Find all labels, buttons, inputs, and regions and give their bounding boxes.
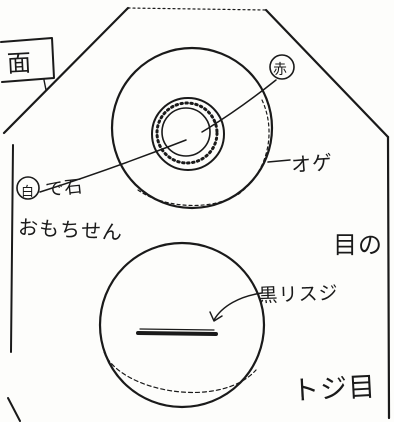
stitch-label: トジ目 — [291, 371, 377, 407]
black-stripe — [136, 331, 218, 336]
outline-left — [10, 144, 14, 353]
outline-top-left — [2, 6, 130, 135]
side-box-tick — [43, 79, 47, 91]
ogee-label: オゲ — [290, 150, 334, 177]
inner-ring-outer — [151, 97, 225, 171]
bottom-dashed-arc — [103, 351, 257, 394]
red-leader-line — [201, 79, 277, 133]
inner-ring-inner — [161, 107, 211, 157]
black-stripe-edge — [139, 328, 215, 331]
ogee-leader-line — [267, 159, 291, 163]
bottom-circle — [98, 241, 266, 409]
white-marker-label: 白 — [21, 185, 36, 200]
top-outer-bottom-dash — [137, 189, 227, 207]
inner-ring-dots — [155, 101, 219, 165]
white-leader-line — [39, 139, 187, 193]
top-outer-shadow — [235, 99, 270, 197]
red-marker-label: 赤 — [273, 62, 288, 78]
white-caption: で石 — [44, 176, 85, 201]
outline-top-right — [264, 8, 390, 139]
red-marker-circle — [269, 54, 295, 80]
white-marker-circle — [16, 176, 40, 200]
outline-right — [386, 135, 391, 420]
black-line-label: 黒リスジ — [258, 282, 339, 307]
black-line-arrowhead — [209, 311, 223, 322]
side-label-box — [0, 37, 55, 83]
outline-bottom-left — [7, 397, 21, 422]
outline-top-edge — [127, 7, 267, 11]
side-label: 面 — [6, 48, 33, 78]
black-line-leader — [213, 292, 263, 321]
eye-label: 目の — [333, 231, 383, 259]
omochi-label: おもちせん — [17, 214, 124, 245]
top-outer-circle — [110, 46, 274, 210]
